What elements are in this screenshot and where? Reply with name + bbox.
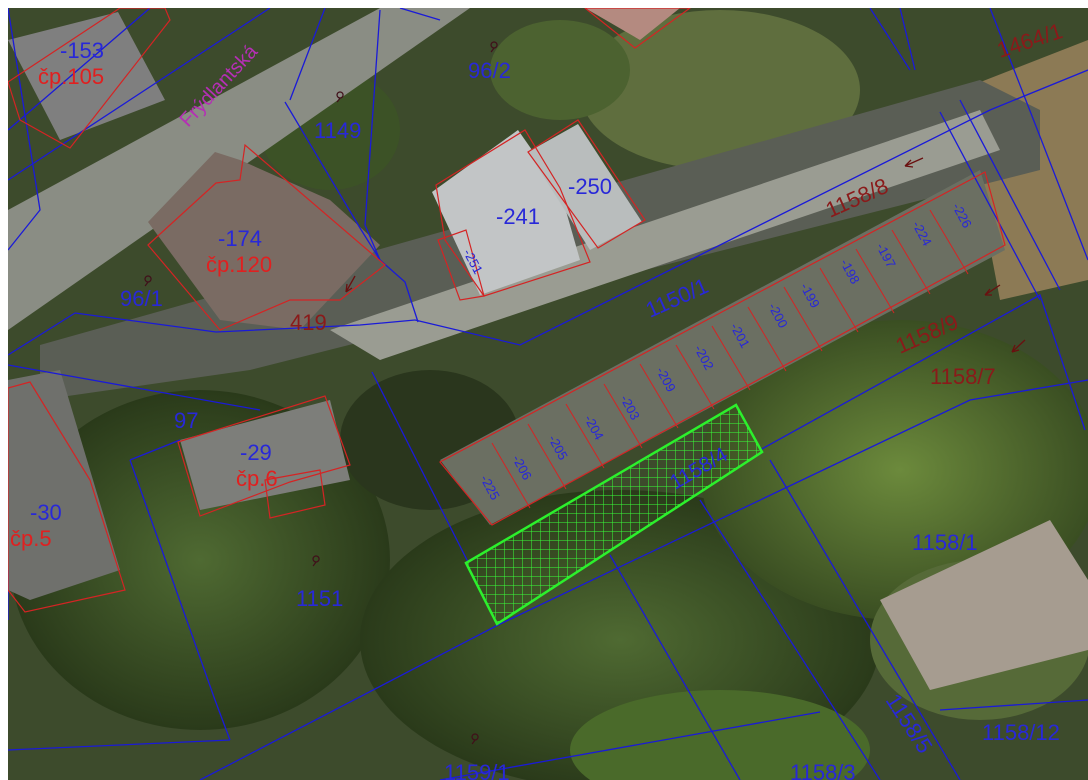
- parcel-label: 96/1: [120, 286, 163, 311]
- parcel-label: 1151: [296, 586, 343, 611]
- building-number-label: -250: [568, 174, 612, 199]
- parcel-label: 1158/1: [912, 530, 978, 555]
- parcel-boundaries: [8, 8, 1088, 780]
- cadastral-map[interactable]: Frýdlantská 96/2 1149 96/1 1150/1 97 115…: [8, 8, 1088, 780]
- highlighted-parcel-1158-4[interactable]: [464, 403, 764, 626]
- building-number-label: -241: [496, 204, 540, 229]
- building-outlines: [8, 8, 1006, 613]
- parcel-marker-icons: [144, 41, 498, 745]
- building-number-label: -153: [60, 38, 104, 63]
- building-cp-label: čp.105: [38, 64, 104, 89]
- garage-dividers: [491, 209, 969, 509]
- building-number-label: -30: [30, 500, 62, 525]
- parcel-label-brown: 1158/7: [930, 364, 996, 389]
- arrow-icons: [345, 157, 1026, 353]
- building-number-label: -174: [218, 226, 262, 251]
- parcel-label: 1158/3: [790, 760, 856, 780]
- building-cp-label: čp.5: [10, 526, 52, 551]
- parcel-label: 96/2: [468, 58, 511, 83]
- parcel-label: 1159/1: [444, 760, 510, 780]
- parcel-label: 1149: [314, 118, 361, 143]
- building-cp-label: čp.120: [206, 252, 272, 277]
- parcel-label: 97: [174, 408, 198, 433]
- building-number-label: -29: [240, 440, 272, 465]
- building-cp-label: čp.6: [236, 466, 278, 491]
- parcel-label-brown: 419: [290, 310, 327, 335]
- parcel-label: 1158/12: [982, 720, 1060, 745]
